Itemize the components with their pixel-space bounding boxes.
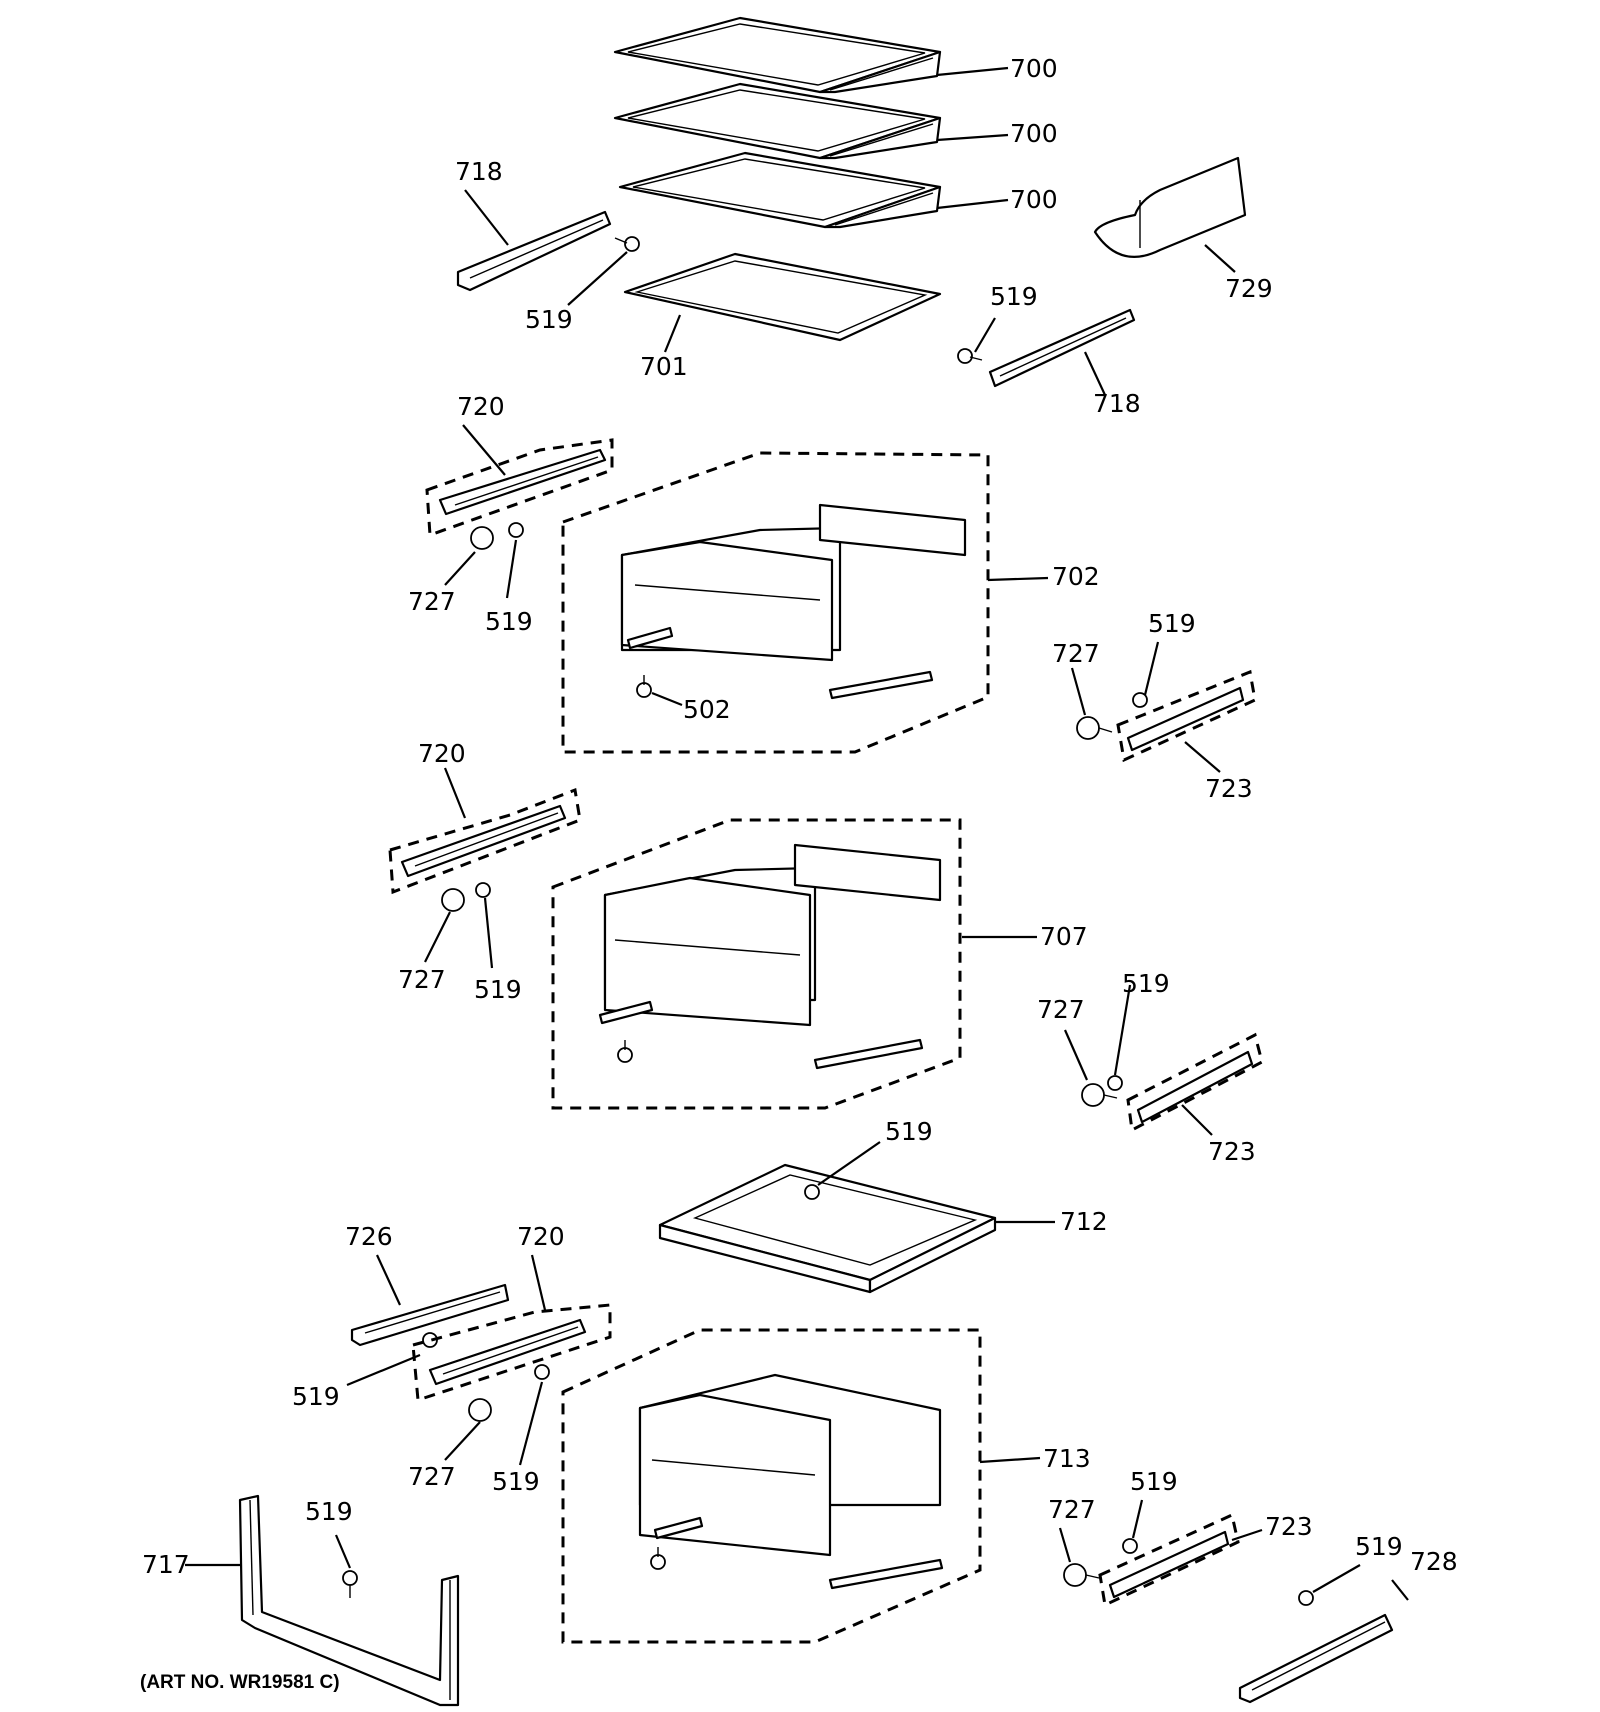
callout-519-top-left: 519 bbox=[525, 305, 573, 334]
pan-713 bbox=[561, 1328, 982, 1644]
slide-720-lower bbox=[411, 1303, 612, 1403]
callout-707: 707 bbox=[1040, 922, 1088, 951]
shelf-rail-718-left bbox=[456, 210, 612, 292]
callout-727-middle-right: 727 bbox=[1037, 995, 1085, 1024]
screw-519-lower-left-b bbox=[534, 1364, 550, 1380]
screw-519-frame bbox=[342, 1570, 358, 1598]
shelf-700-middle bbox=[613, 82, 942, 160]
callout-718-right: 718 bbox=[1093, 389, 1141, 418]
screw-727-middle-right bbox=[1081, 1083, 1118, 1107]
callout-519-middle-right: 519 bbox=[1122, 969, 1170, 998]
callout-712: 712 bbox=[1060, 1207, 1108, 1236]
slide-723-middle bbox=[1126, 1032, 1264, 1133]
screw-727-upper-right bbox=[1076, 716, 1113, 740]
screw-519-cover bbox=[804, 1184, 820, 1200]
callout-519-lower-right: 519 bbox=[1130, 1467, 1178, 1496]
screw-727-upper-left bbox=[470, 526, 494, 550]
callout-502: 502 bbox=[683, 695, 731, 724]
pan-707 bbox=[551, 818, 962, 1110]
slide-720-middle bbox=[388, 787, 582, 895]
screw-519-upper-right bbox=[1132, 692, 1148, 708]
callout-702: 702 bbox=[1052, 562, 1100, 591]
callout-720-upper: 720 bbox=[457, 392, 505, 421]
screw-unlabeled-713 bbox=[650, 1547, 666, 1570]
callout-519-bottom-right: 519 bbox=[1355, 1532, 1403, 1561]
pan-cover-712 bbox=[658, 1163, 997, 1294]
callout-723-middle: 723 bbox=[1208, 1137, 1256, 1166]
callout-519-middle-left: 519 bbox=[474, 975, 522, 1004]
art-number: (ART NO. WR19581 C) bbox=[140, 1672, 340, 1693]
callout-700-middle: 700 bbox=[1010, 119, 1058, 148]
callout-720-middle: 720 bbox=[418, 739, 466, 768]
screw-727-lower-right bbox=[1063, 1563, 1100, 1587]
callout-728: 728 bbox=[1410, 1547, 1458, 1576]
callout-519-cover: 519 bbox=[885, 1117, 933, 1146]
screw-unlabeled-707 bbox=[617, 1040, 633, 1063]
bracket-728 bbox=[1238, 1613, 1394, 1704]
callout-700-bottom: 700 bbox=[1010, 185, 1058, 214]
screw-727-lower-left bbox=[468, 1398, 492, 1422]
callout-519-top-right: 519 bbox=[990, 282, 1038, 311]
shelf-700-top bbox=[613, 16, 942, 94]
screw-519-lower-right bbox=[1122, 1538, 1138, 1554]
callout-727-lower-left: 727 bbox=[408, 1462, 456, 1491]
callout-713: 713 bbox=[1043, 1444, 1091, 1473]
callout-727-middle-left: 727 bbox=[398, 965, 446, 994]
callout-729: 729 bbox=[1225, 274, 1273, 303]
screw-519-top-right bbox=[957, 348, 983, 364]
bracket-726 bbox=[350, 1283, 510, 1347]
screw-502 bbox=[636, 675, 652, 698]
callout-519-upper-right: 519 bbox=[1148, 609, 1196, 638]
glass-cover-701 bbox=[623, 252, 942, 342]
screw-519-upper-left bbox=[508, 522, 524, 538]
screw-727-middle-left bbox=[441, 888, 465, 912]
pan-702 bbox=[561, 451, 990, 754]
callout-519-upper-left: 519 bbox=[485, 607, 533, 636]
callout-720-lower: 720 bbox=[517, 1222, 565, 1251]
callout-718-left: 718 bbox=[455, 157, 503, 186]
callout-727-upper-left: 727 bbox=[408, 587, 456, 616]
leader-lines bbox=[185, 66, 1409, 1601]
callout-700-top: 700 bbox=[1010, 54, 1058, 83]
callout-701: 701 bbox=[640, 352, 688, 381]
shelf-700-bottom bbox=[618, 151, 942, 229]
slide-723-upper bbox=[1116, 669, 1257, 763]
screw-519-middle-left bbox=[475, 882, 491, 898]
shelf-rail-718-right bbox=[988, 308, 1136, 388]
screw-519-top-left bbox=[614, 236, 640, 252]
screw-519-bottom-right bbox=[1298, 1590, 1314, 1606]
callout-727-lower-right: 727 bbox=[1048, 1495, 1096, 1524]
callout-717: 717 bbox=[142, 1550, 190, 1579]
callout-519-frame: 519 bbox=[305, 1497, 353, 1526]
callout-519-lower-left-a: 519 bbox=[292, 1382, 340, 1411]
callout-727-upper-right: 727 bbox=[1052, 639, 1100, 668]
slide-720-upper bbox=[425, 438, 614, 538]
slide-723-lower bbox=[1098, 1512, 1240, 1608]
screw-519-middle-right bbox=[1107, 1075, 1123, 1091]
callout-519-lower-left-b: 519 bbox=[492, 1467, 540, 1496]
callout-726: 726 bbox=[345, 1222, 393, 1251]
callout-labels: 700 700 700 701 718 519 519 718 729 720 … bbox=[142, 54, 1458, 1579]
bin-729 bbox=[1093, 156, 1247, 258]
callout-723-upper: 723 bbox=[1205, 774, 1253, 803]
frame-717 bbox=[238, 1494, 460, 1707]
callout-723-lower: 723 bbox=[1265, 1512, 1313, 1541]
